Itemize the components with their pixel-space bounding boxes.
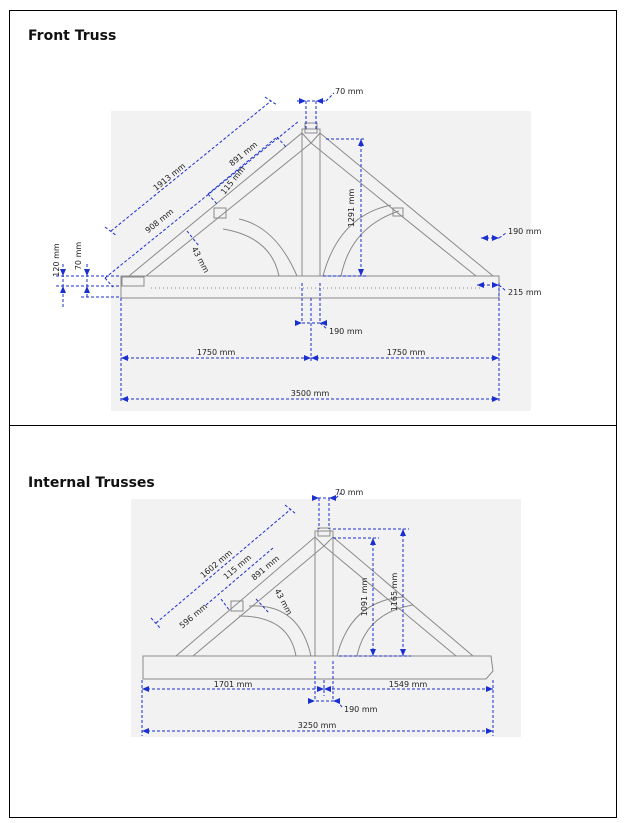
internal-trusses-panel: Internal Trusses [9,425,617,818]
dim-3500: 3500 mm [291,389,330,398]
right-rafter [310,132,495,277]
left-joint [213,207,227,219]
internal-trusses-title: Internal Trusses [28,475,155,491]
dim-1750-right: 1750 mm [387,348,426,357]
front-truss-drawing: 70 mm 1913 mm 891 mm 115 mm 908 mm 43 mm… [52,87,542,411]
dim-190: 190 mm [344,705,378,714]
beam-end-notch [121,276,145,287]
internal-truss-drawing: 70 mm 1602 mm 115 mm 891 mm 596 mm 43 mm… [131,488,521,737]
dim-1549: 1549 mm [389,680,428,689]
king-post [301,128,321,277]
left-strut-outer [238,615,297,657]
drawing-background [111,111,531,411]
right-joint [392,207,404,217]
dim-1701: 1701 mm [214,680,253,689]
internal-truss-timber [142,527,494,680]
dim-1750-left: 1750 mm [197,348,236,357]
dim-1165: 1165 mm [390,573,399,612]
right-strut-outer [356,604,414,657]
dim-70-left: 70 mm [74,242,83,271]
dim-190-bottom: 190 mm [329,327,363,336]
left-joint [230,600,244,612]
dim-70: 70 mm [335,488,364,497]
dim-1091: 1091 mm [360,578,369,617]
front-arrowheads [60,98,499,402]
dim-215: 215 mm [508,288,542,297]
internal-arrowheads [142,495,493,734]
left-strut-inner [248,605,312,657]
dim-120: 120 mm [52,243,61,277]
left-strut-inner [238,218,298,277]
right-strut-inner [336,596,404,657]
front-truss-title: Front Truss [28,28,117,44]
front-dimension-lines [56,92,507,403]
tie-beam [142,655,494,680]
dim-70: 70 mm [335,87,364,96]
dim-3250: 3250 mm [298,721,337,730]
dim-190-right: 190 mm [508,227,542,236]
king-post-top [304,122,318,134]
front-truss-panel: Front Truss [9,10,617,426]
left-strut-outer [222,228,280,277]
drawing-background [131,499,521,737]
king-post [314,530,334,657]
dim-1291: 1291 mm [347,189,356,228]
front-truss-timber [120,122,500,299]
king-post-top [317,527,331,537]
right-strut-inner [322,204,392,277]
right-rafter [323,536,475,657]
